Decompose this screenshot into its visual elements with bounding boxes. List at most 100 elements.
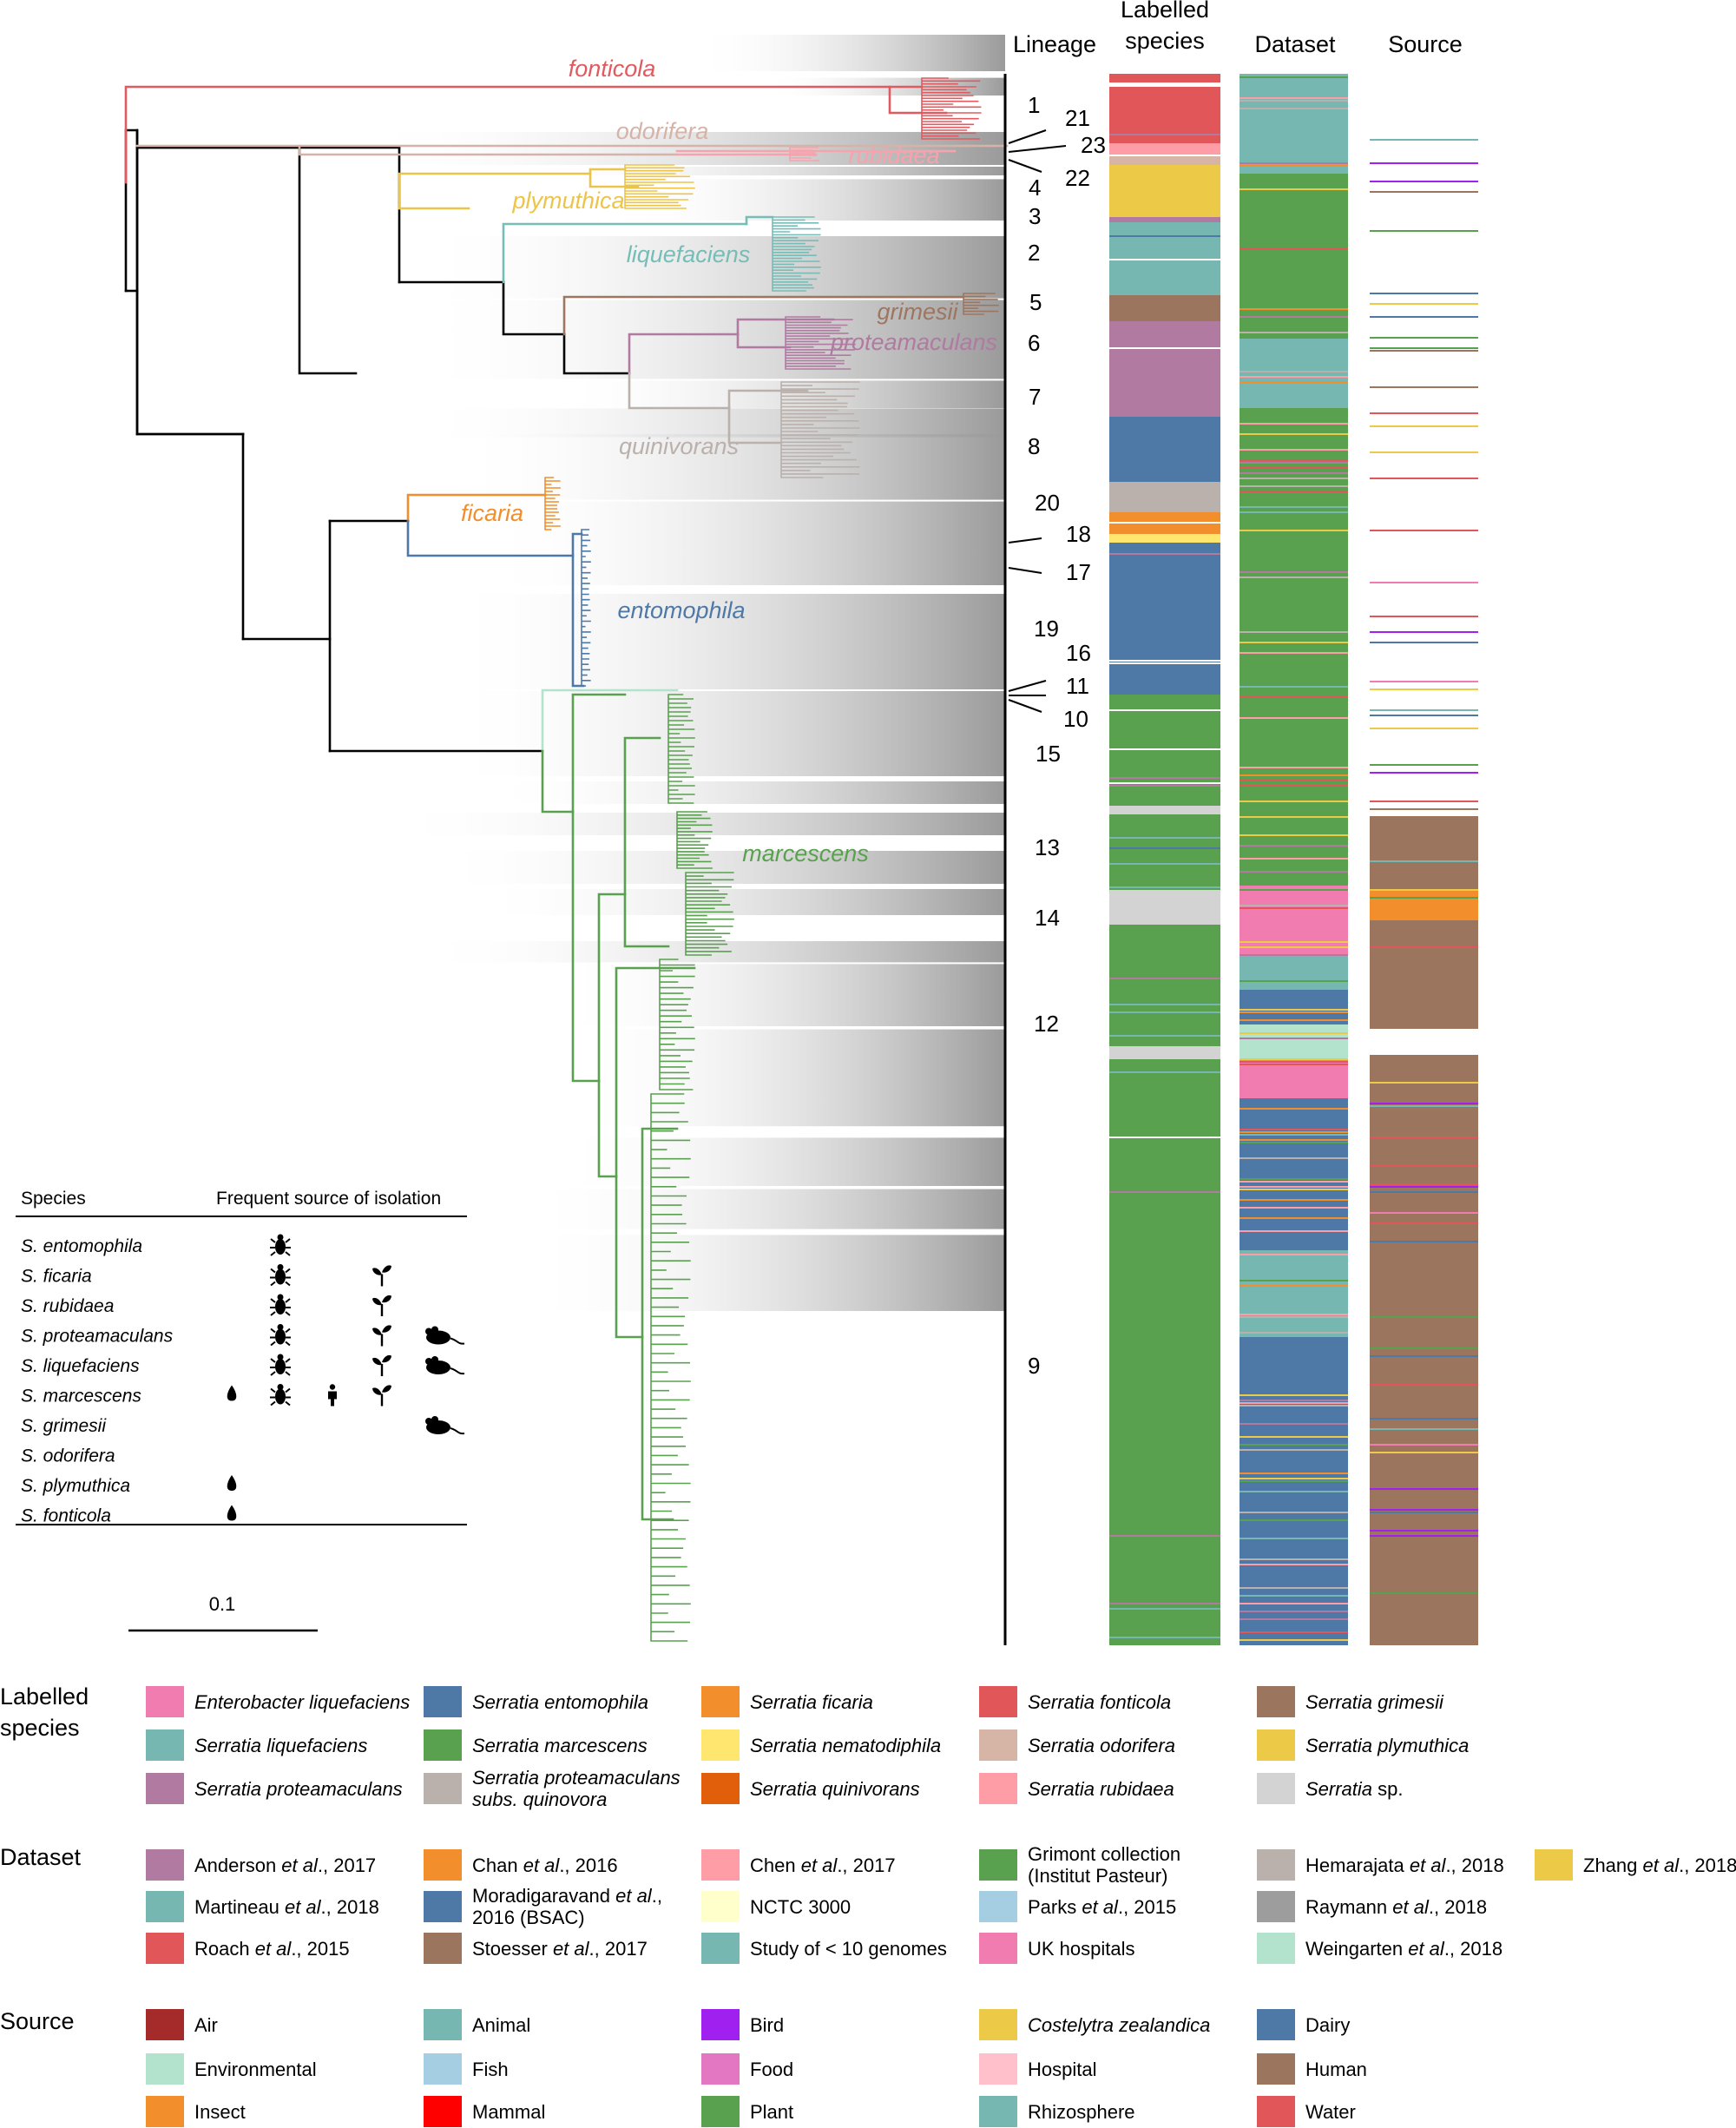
stripe <box>1240 174 1348 339</box>
stripe <box>1109 134 1220 135</box>
stripe <box>1109 217 1220 222</box>
plant-icon <box>372 1325 391 1347</box>
stripe <box>1240 485 1348 487</box>
stripe <box>1240 459 1348 461</box>
stripe <box>1370 1136 1478 1138</box>
stripe <box>1370 1165 1478 1167</box>
stripe <box>1370 962 1478 964</box>
stripe <box>1240 467 1348 469</box>
stripe <box>1240 332 1348 333</box>
stripe <box>1109 1011 1220 1013</box>
stripe <box>1109 534 1220 543</box>
legend-label: Fish <box>472 2059 509 2080</box>
stripe <box>1240 472 1348 474</box>
stripe <box>1240 408 1348 886</box>
lineage-band <box>486 781 1005 804</box>
legend-label: Serratia rubidaea <box>1028 1778 1174 1800</box>
legend-swatch <box>701 1849 740 1881</box>
stripe <box>1109 482 1220 512</box>
plymuthica-branch <box>589 172 640 188</box>
legend-swatch <box>979 1933 1017 1964</box>
stripe <box>1240 1181 1348 1183</box>
legend-swatch <box>1257 2053 1295 2085</box>
legend-swatch <box>1257 1729 1295 1761</box>
lineage-band <box>472 889 1005 915</box>
ficaria-leaves <box>544 477 561 530</box>
lineage-leader <box>1008 145 1067 153</box>
stripe <box>1370 582 1478 583</box>
lineage-band <box>694 35 1005 71</box>
stripe <box>1109 543 1220 573</box>
plant-icon <box>372 1354 391 1376</box>
stripe <box>1370 772 1478 774</box>
insect-icon <box>270 1264 291 1287</box>
stripe <box>1370 1186 1478 1188</box>
plant-icon <box>372 1385 391 1407</box>
stripe <box>1109 785 1220 787</box>
stripe <box>1240 1131 1348 1133</box>
lineage-band <box>417 408 1005 438</box>
legend-swatch <box>701 1729 740 1761</box>
stripe <box>1370 303 1478 305</box>
stripe <box>1370 1355 1478 1357</box>
lineage-number: 16 <box>1066 640 1091 666</box>
legend-swatch <box>424 1849 462 1881</box>
stripe <box>1240 1019 1348 1021</box>
stripe <box>1240 1519 1348 1521</box>
stripe <box>1240 225 1348 227</box>
species-name: S. grimesii <box>21 1416 107 1436</box>
lineage-number: 4 <box>1029 175 1041 201</box>
legend-label: UK hospitals <box>1028 1938 1135 1960</box>
stripe <box>1370 350 1478 352</box>
legend-swatch <box>701 2009 740 2040</box>
lineage-band <box>528 167 1005 175</box>
legend-swatch <box>701 1891 740 1922</box>
lineage-band <box>417 236 1005 299</box>
stripe <box>1240 1405 1348 1407</box>
legend-swatch <box>701 2096 740 2127</box>
stripe <box>1109 978 1220 979</box>
quinivorans-branch <box>727 406 783 445</box>
stripe <box>1109 1004 1220 1005</box>
legend-swatch <box>1257 1773 1295 1804</box>
legend-label: Serratia ficaria <box>750 1691 873 1713</box>
legend-swatch <box>146 1933 184 1964</box>
stripe <box>1109 1603 1220 1604</box>
legend-swatch <box>146 2096 184 2127</box>
marcescens-branch <box>623 736 661 896</box>
dataset-column <box>1240 74 1348 1645</box>
lineage-number: 13 <box>1035 834 1060 860</box>
stripe <box>1109 321 1220 417</box>
legend-label: Environmental <box>194 2059 317 2080</box>
stripe <box>1240 1024 1348 1059</box>
stripe <box>1109 1191 1220 1193</box>
lineage-band <box>528 1189 1005 1229</box>
stripe <box>1240 511 1348 513</box>
stripe <box>1240 1423 1348 1425</box>
legend-label: Plant <box>750 2101 793 2123</box>
lineage-number: 22 <box>1065 165 1090 191</box>
legend-swatch <box>979 2053 1017 2085</box>
stripe <box>1240 1449 1348 1451</box>
proteamaculans-branch <box>628 333 740 375</box>
table-header-source: Frequent source of isolation <box>216 1189 441 1209</box>
stripe <box>1240 1098 1348 1250</box>
stripe <box>1240 371 1348 372</box>
stripe <box>1240 800 1348 802</box>
stripe <box>1240 1280 1348 1281</box>
clade-label-entomophila: entomophila <box>617 597 745 623</box>
legend-swatch <box>1257 1933 1295 1964</box>
stripe <box>1240 248 1348 250</box>
stripe <box>1240 188 1348 190</box>
stripe <box>1240 339 1348 408</box>
marcescens-branch <box>615 1175 644 1339</box>
lineage-number: 10 <box>1063 706 1088 732</box>
stripe <box>1109 662 1220 664</box>
lineage-number: 3 <box>1029 203 1041 229</box>
stripe <box>1240 686 1348 688</box>
clade-label-ficaria: ficaria <box>461 500 523 526</box>
tree-branch <box>124 128 245 436</box>
lineage-number: 19 <box>1034 616 1059 642</box>
legend-label: Stoesser et al., 2017 <box>472 1938 648 1960</box>
